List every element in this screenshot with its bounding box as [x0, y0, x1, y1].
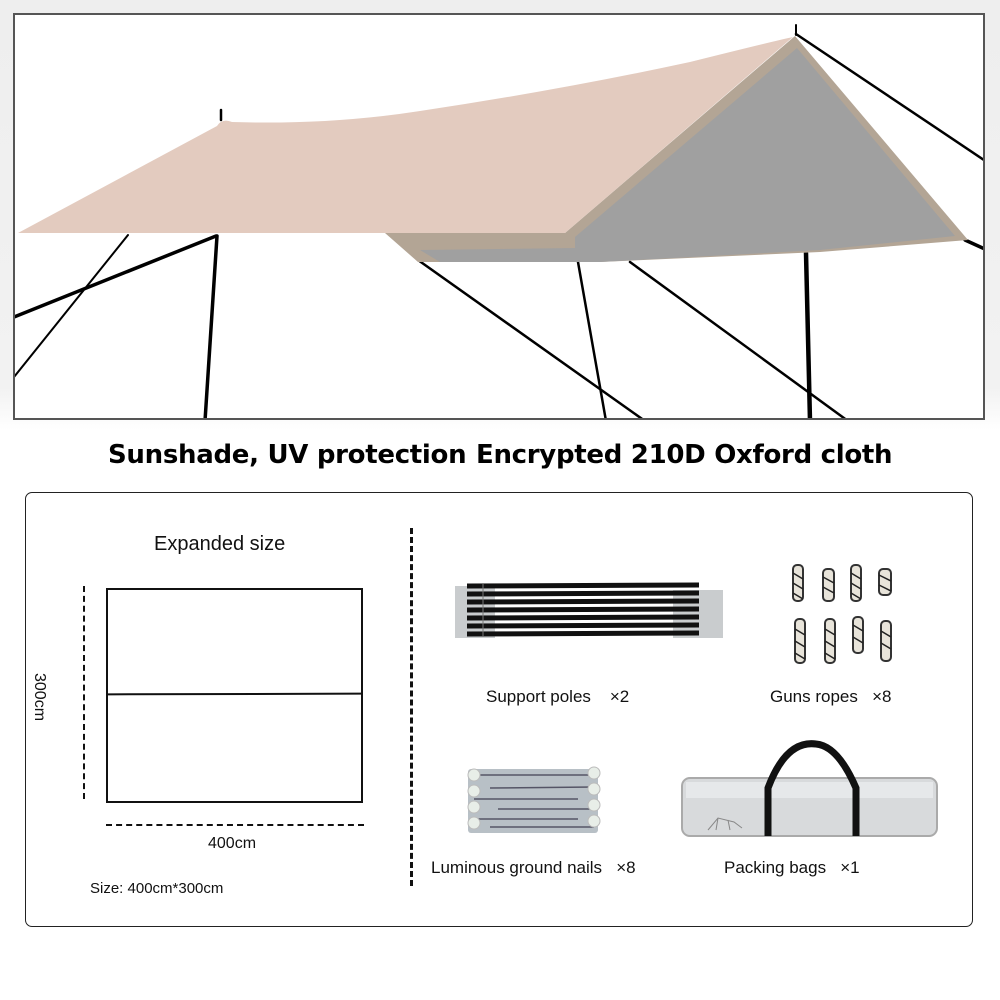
height-label: 300cm — [31, 673, 48, 722]
item-name: Luminous ground nails — [431, 858, 603, 877]
item-name: Guns ropes — [770, 687, 858, 706]
feature-headline: Sunshade, UV protection Encrypted 210D O… — [0, 436, 1000, 476]
item-ground-nails: Luminous ground nails ×8 — [431, 858, 636, 878]
support-poles-image — [455, 582, 723, 638]
item-qty: ×8 — [872, 687, 892, 706]
ground-nails-image — [467, 766, 601, 833]
item-qty: ×8 — [616, 858, 636, 877]
spec-panel: Expanded size 300cm 400cm Size: 400cm*30… — [25, 492, 973, 927]
item-support-poles: Support poles ×2 — [486, 687, 629, 707]
packing-bag-image — [681, 740, 938, 837]
tarp-plan-outline — [106, 588, 363, 803]
item-qty: ×2 — [609, 687, 630, 706]
item-name: Support poles — [486, 687, 591, 706]
width-label: 400cm — [208, 835, 257, 852]
width-dimension-line — [106, 824, 364, 826]
tarp-illustration — [15, 24, 983, 418]
headline-fabric: Encrypted 210D Oxford cloth — [476, 440, 893, 470]
size-text: Size: 400cm*300cm — [90, 880, 224, 897]
hero-image-frame — [13, 13, 985, 420]
guy-ropes-image — [792, 564, 892, 664]
item-name: Packing bags — [724, 858, 827, 877]
section-divider — [410, 528, 413, 886]
item-packing-bags: Packing bags ×1 — [724, 858, 860, 878]
item-qty: ×1 — [840, 858, 860, 877]
headline-sunshade: Sunshade, UV protection — [108, 440, 467, 470]
expanded-size-title: Expanded size — [154, 533, 286, 555]
item-guy-ropes: Guns ropes ×8 — [770, 687, 891, 707]
height-dimension-line — [83, 586, 85, 799]
